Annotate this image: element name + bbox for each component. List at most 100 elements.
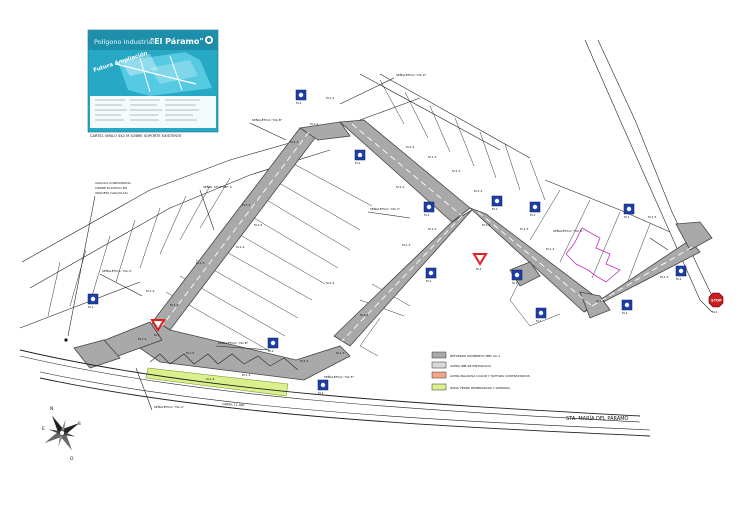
svg-text:VALVULA CONFLUENCIA: VALVULA CONFLUENCIA [95, 181, 132, 185]
parking-sign-icon: M-1 [623, 203, 635, 219]
svg-text:M-1.3: M-1.3 [336, 351, 345, 355]
stop-sign: STOP M-1 [708, 292, 724, 314]
svg-text:SEÑALÉTICA "VIA E": SEÑALÉTICA "VIA E" [324, 374, 355, 379]
callout-pass: SEÑAL STOP REF. S [199, 184, 232, 231]
yield-signs: M-1 M-1 [150, 253, 488, 337]
parking-sign-icon: M-1 [295, 89, 307, 105]
rail-label: CARRIL 11.000 [222, 402, 245, 407]
svg-text:SEÑALÉTICA "VIA B": SEÑALÉTICA "VIA B" [252, 117, 283, 122]
road-network [73, 119, 713, 381]
parking-sign-icon: M-1 [425, 267, 437, 283]
svg-text:M-1.3: M-1.3 [170, 303, 179, 307]
parking-sign-icon: M-1 [423, 201, 435, 217]
compass-rose-icon [44, 415, 80, 451]
svg-text:M-1: M-1 [492, 207, 498, 211]
svg-text:M-1: M-1 [426, 279, 432, 283]
green-zone-strip [145, 367, 289, 397]
parking-sign-icon: M-1 [87, 293, 99, 309]
svg-text:M-1.4: M-1.4 [428, 227, 437, 231]
svg-text:M-1: M-1 [424, 213, 430, 217]
parking-sign-icon: M-1 [354, 149, 366, 165]
svg-text:ZONA VERDE DESBROZADA Y LIMPIA: ZONA VERDE DESBROZADA Y LIMPIADA [450, 386, 511, 390]
svg-text:M-1.4: M-1.4 [596, 299, 605, 303]
svg-text:STOP: STOP [711, 298, 722, 302]
svg-text:M-1: M-1 [530, 213, 536, 217]
svg-text:M-1.5: M-1.5 [254, 223, 263, 227]
svg-text:M-1.4: M-1.4 [206, 377, 215, 381]
sidewalk-zigzag [149, 353, 299, 371]
legend-item: REFUERZO PAVIMENTO MBC AC-1 [431, 351, 500, 359]
svg-text:M-1: M-1 [296, 101, 302, 105]
legend-item: ACERA BALDOSA COLOR Y TAPTILPA CONTRASTA… [431, 371, 530, 379]
svg-text:M-1.2: M-1.2 [396, 185, 405, 189]
svg-text:M-1: M-1 [512, 281, 518, 285]
building-outline [565, 227, 621, 283]
svg-text:M-1.2: M-1.2 [146, 289, 155, 293]
parking-sign-icon: M-1 [529, 201, 541, 217]
svg-text:CIERRE ELÁSTICO EN: CIERRE ELÁSTICO EN [95, 185, 127, 190]
callout-via-a-left: SEÑALÉTICA "VIA A" [99, 268, 143, 297]
poster-caption: CARTEL VINILO 3X2 M SOBRE SOPORTE EXISTE… [90, 134, 182, 138]
svg-text:ACERA BALDOSA COLOR Y TAPTILPA: ACERA BALDOSA COLOR Y TAPTILPA CONTRASTA… [450, 374, 530, 378]
svg-text:M-1.2: M-1.2 [360, 313, 369, 317]
svg-text:M-1.5: M-1.5 [648, 215, 657, 219]
parking-sign-icon: M-1 [511, 269, 523, 285]
svg-text:M-1.4: M-1.4 [406, 145, 415, 149]
svg-text:M-1: M-1 [676, 277, 682, 281]
svg-text:M-1.4: M-1.4 [326, 281, 335, 285]
svg-text:M-1: M-1 [712, 310, 718, 314]
poster-inset: Polígono Industrial "El Páramo" Futura A… [87, 29, 219, 138]
callout-via-e: SEÑALÉTICA "VIA E" [324, 374, 355, 379]
svg-text:M-1: M-1 [355, 161, 361, 165]
svg-text:M-1.4: M-1.4 [138, 337, 147, 341]
callout-via-b-lower: SEÑALÉTICA "VIA B" [215, 340, 271, 351]
svg-text:M-1.3: M-1.3 [452, 169, 461, 173]
callout-via-b-top: SEÑALÉTICA "VIA B" [249, 117, 287, 141]
legend-item: ZONA VERDE DESBROZADA Y LIMPIADA [431, 383, 511, 391]
compass-s: S [78, 421, 81, 427]
callout-top-sign: SEÑALÉTICA "VIA D" [339, 72, 427, 105]
svg-text:M-1.3: M-1.3 [290, 140, 299, 144]
yield-triangle-icon: M-1 [472, 253, 488, 271]
parking-signs: M-1 M-1 M-1 M-1 M-1 M-1 M-1 M-1 M-1 M-1 … [87, 89, 687, 395]
svg-text:M-1.2: M-1.2 [326, 96, 335, 100]
svg-text:M-1.5: M-1.5 [186, 351, 195, 355]
svg-text:M-1.3: M-1.3 [196, 261, 205, 265]
svg-text:M-1.2: M-1.2 [300, 359, 309, 363]
svg-text:M-1.4: M-1.4 [236, 245, 245, 249]
poster-title-prefix: Polígono Industrial [94, 38, 154, 46]
svg-text:ARQUETA (VALVULAS): ARQUETA (VALVULAS) [95, 191, 128, 195]
svg-text:M-1.2: M-1.2 [242, 203, 251, 207]
parking-sign-icon: M-1 [675, 265, 687, 281]
svg-text:M-1.4: M-1.4 [310, 122, 319, 126]
svg-text:SEÑALÉTICA "VIA A": SEÑALÉTICA "VIA A" [154, 404, 185, 409]
svg-text:M-1.3: M-1.3 [660, 275, 669, 279]
svg-text:SEÑAL STOP REF. S: SEÑAL STOP REF. S [203, 184, 232, 189]
svg-text:M-1: M-1 [476, 267, 482, 271]
callout-via-a-bottom: SEÑALÉTICA "VIA A" [135, 367, 185, 411]
compass-n: N [50, 406, 53, 412]
svg-text:M-1: M-1 [622, 311, 628, 315]
svg-text:M-1.3: M-1.3 [242, 373, 251, 377]
legend-item: ACERA IMB-28 PINTADA/DO [431, 361, 492, 369]
map-legend: REFUERZO PAVIMENTO MBC AC-1 ACERA IMB-28… [431, 351, 530, 391]
svg-text:M-1: M-1 [624, 215, 630, 219]
svg-text:REFUERZO PAVIMENTO MBC AC-1: REFUERZO PAVIMENTO MBC AC-1 [450, 354, 500, 358]
svg-text:ACERA IMB-28 PINTADA/DO: ACERA IMB-28 PINTADA/DO [450, 364, 492, 368]
svg-text:M-1: M-1 [536, 319, 542, 323]
svg-text:M-1.4: M-1.4 [482, 223, 491, 227]
callout-fence-valve: VALVULA CONFLUENCIA CIERRE ELÁSTICO EN A… [64, 181, 132, 342]
parking-sign-icon: M-1 [267, 337, 279, 353]
svg-text:M-1.3: M-1.3 [402, 243, 411, 247]
svg-text:M-1.3: M-1.3 [474, 189, 483, 193]
svg-text:M-1: M-1 [154, 333, 160, 337]
svg-text:M-1: M-1 [88, 305, 94, 309]
callout-via-d-right: SEÑALÉTICA "VIA D" [553, 228, 584, 233]
railway-lines [19, 349, 651, 437]
svg-text:SEÑALÉTICA "VIA D": SEÑALÉTICA "VIA D" [396, 72, 427, 77]
svg-text:M-1.3: M-1.3 [428, 155, 437, 159]
svg-text:SEÑALÉTICA "VIA C": SEÑALÉTICA "VIA C" [370, 206, 401, 211]
street-label: STA. MARÍA DEL PÁRAMO [566, 415, 629, 422]
